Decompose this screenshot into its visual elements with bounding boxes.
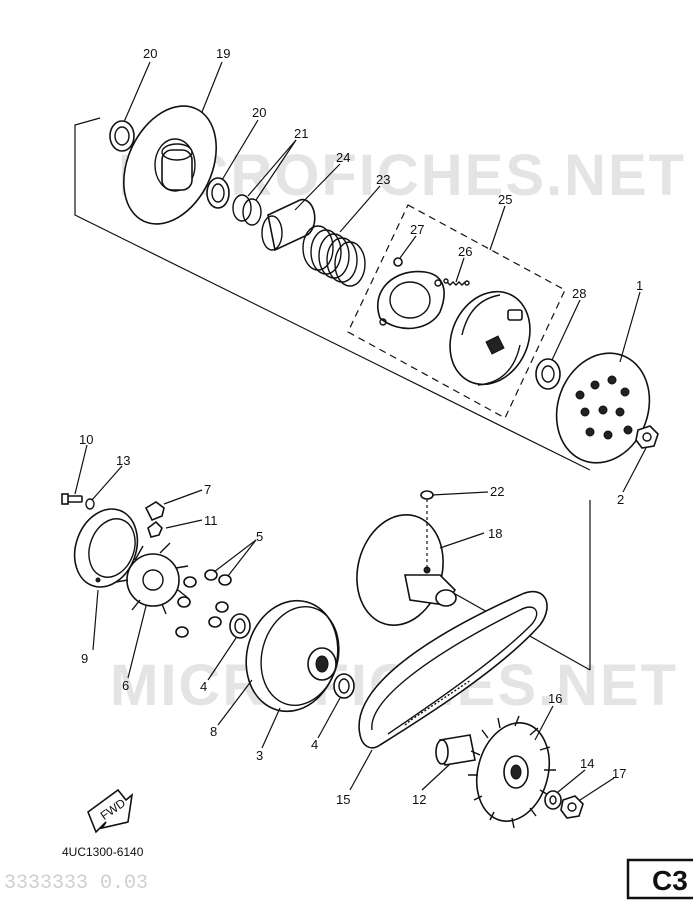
- callout-4: 4: [200, 679, 207, 694]
- part-23-compression-spring: [302, 225, 366, 287]
- callout-27: 27: [410, 222, 424, 237]
- callout-21: 21: [294, 126, 308, 141]
- fwd-arrow: FWD: [87, 788, 134, 834]
- callout-14: 14: [580, 756, 594, 771]
- clutch-carrier: [449, 290, 531, 386]
- part-12-collar: [435, 734, 476, 766]
- callout-5: 5: [256, 529, 263, 544]
- part-5-weights: [175, 569, 232, 638]
- part-3-movable-sheave: [245, 599, 340, 713]
- callout-1: 1: [636, 278, 643, 293]
- part-28-oil-seal: [535, 358, 561, 390]
- part-4-collar-right: [333, 673, 355, 699]
- callout-20: 20: [252, 105, 266, 120]
- part-13-washer: [85, 498, 95, 510]
- clutch-plate: [377, 270, 445, 330]
- callout-13: 13: [116, 453, 130, 468]
- callout-23: 23: [376, 172, 390, 187]
- callout-20: 20: [143, 46, 157, 61]
- part-6-primary-sheave: [115, 542, 189, 615]
- part-2-nut: [635, 425, 659, 449]
- callout-28: 28: [572, 286, 586, 301]
- part-20-oil-seal-right: [206, 177, 230, 209]
- callout-24: 24: [336, 150, 350, 165]
- callout-18: 18: [488, 526, 502, 541]
- diagram-code: 4UC1300-6140: [62, 845, 144, 859]
- callout-8: 8: [210, 724, 217, 739]
- callout-22: 22: [490, 484, 504, 499]
- callout-4: 4: [311, 737, 318, 752]
- part-20-oil-seal-left: [109, 120, 135, 152]
- part-18-sliding-sheave: [356, 514, 457, 626]
- part-9-cam: [73, 508, 139, 588]
- callout-15: 15: [336, 792, 350, 807]
- part-14-washer: [544, 790, 562, 810]
- callout-16: 16: [548, 691, 562, 706]
- part-15-v-belt: [358, 590, 548, 749]
- part-25-clutch-assembly-box: [347, 204, 566, 419]
- callout-10: 10: [79, 432, 93, 447]
- callout-11: 11: [204, 513, 218, 528]
- part-4-collar-left: [229, 613, 251, 639]
- callout-9: 9: [81, 651, 88, 666]
- callout-26: 26: [458, 244, 472, 259]
- part-24-guide: [261, 198, 316, 252]
- callout-17: 17: [612, 766, 626, 781]
- part-10-bolt: [61, 493, 83, 505]
- part-16-fan-sheave: [468, 715, 556, 829]
- callout-19: 19: [216, 46, 230, 61]
- callout-25: 25: [498, 192, 512, 207]
- part-27-clip: [393, 257, 403, 267]
- callout-3: 3: [256, 748, 263, 763]
- callout-2: 2: [617, 492, 624, 507]
- part-17-nut: [560, 795, 584, 819]
- page-tag-box: C3: [626, 858, 693, 900]
- callout-6: 6: [122, 678, 129, 693]
- callout-labels: 20 19 20 21 24 23 25 27 26 28 1 2 10 13 …: [79, 46, 643, 807]
- part-7-slider: [144, 501, 165, 522]
- part-19-secondary-sheave: [122, 105, 218, 225]
- leader-lines: [74, 61, 647, 801]
- part-26-spring: [443, 278, 470, 286]
- part-21-o-rings: [232, 194, 262, 226]
- callout-12: 12: [412, 792, 426, 807]
- page-tag: C3: [652, 865, 688, 896]
- part-11-slider: [147, 520, 163, 538]
- callout-7: 7: [204, 482, 211, 497]
- bottom-stamp: 3333333 0.03: [4, 872, 148, 895]
